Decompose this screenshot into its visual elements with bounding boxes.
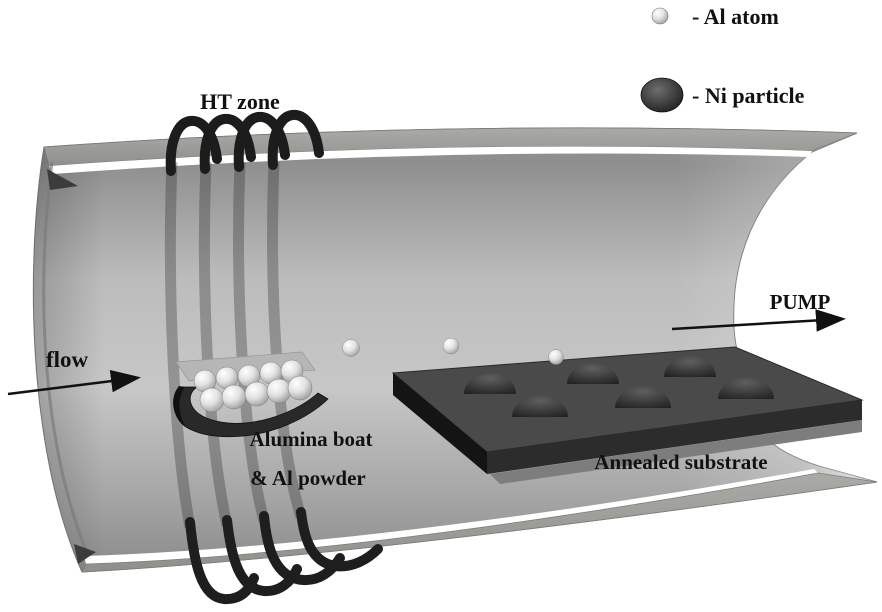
legend-item-ni-particle: - Ni particle (640, 77, 805, 113)
annealed-substrate-label: Annealed substrate (594, 450, 767, 474)
al-powder-sphere (199, 387, 225, 413)
al-atom-sphere-icon (651, 7, 669, 25)
flow-label: flow (46, 347, 89, 372)
coil-arc (199, 113, 256, 174)
ni-particle-dome (464, 373, 516, 394)
alumina-boat (173, 351, 329, 438)
al-powder-sphere (287, 375, 313, 401)
substrate-bottom-strip (490, 420, 862, 484)
tube-left-bottom-notch (74, 544, 96, 564)
al-atom (442, 337, 460, 355)
tube-top-gap (49, 146, 812, 174)
heating-coil-top-arcs (165, 109, 324, 176)
alumina-boat-label-line1: Alumina boat (249, 427, 372, 451)
legend-ni-particle-label: - Ni particle (692, 83, 805, 108)
ni-particle-domes (464, 356, 774, 417)
ni-particle-dome (718, 377, 774, 399)
al-powder-sphere (244, 381, 270, 407)
pump-label: PUMP (770, 290, 831, 314)
al-powder-sphere (221, 384, 247, 410)
ni-particle-dome (567, 363, 619, 384)
coil-arc (233, 111, 290, 172)
heating-coil-bottom-hooks (185, 507, 383, 605)
boat-left-cup (173, 386, 186, 427)
ht-zone-label: HT zone (200, 89, 280, 114)
ni-particle-dome (512, 395, 568, 417)
legend-item-al-atom: - Al atom (651, 4, 779, 29)
coil-band (164, 161, 196, 528)
flow-arrow (7, 369, 141, 396)
tube-left-top-notch (47, 169, 78, 190)
al-atom (342, 339, 360, 357)
coil-arc (267, 109, 324, 170)
ni-particle-dome (615, 386, 671, 408)
floating-al-atoms (342, 337, 564, 365)
tube-left-wall-line (42, 161, 90, 557)
substrate-left-face (393, 373, 487, 474)
al-powder-sphere (266, 378, 292, 404)
al-atom (548, 349, 564, 365)
al-powder-spheres (193, 359, 313, 413)
tube-bottom-gap (84, 469, 818, 564)
alumina-boat-label-line2: & Al powder (250, 466, 366, 490)
pump-arrow (671, 309, 846, 332)
coil-arc (165, 115, 222, 176)
legend-al-atom-label: - Al atom (692, 4, 779, 29)
tube-bottom-rim (81, 472, 878, 573)
coil-hook (296, 507, 383, 572)
legend: - Al atom - Ni particle (640, 4, 805, 113)
ni-particle-dome (664, 356, 716, 377)
annealed-substrate-slab (391, 346, 864, 484)
boat-hull (173, 386, 329, 438)
pump-arrow-line (671, 309, 846, 332)
flow-arrow-line (7, 369, 141, 396)
ni-particle-sphere-icon (640, 77, 684, 113)
substrate-front-face (487, 400, 862, 474)
